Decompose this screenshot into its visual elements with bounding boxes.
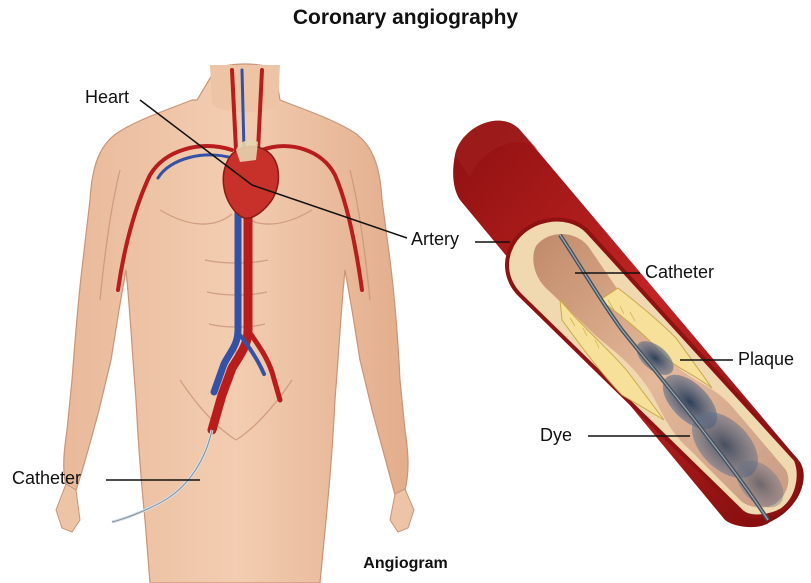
figure-title: Coronary angiography	[0, 6, 811, 30]
neck-shape	[210, 65, 280, 113]
label-dye: Dye	[540, 425, 572, 446]
artery-cutaway	[453, 121, 804, 527]
left-hand	[56, 484, 80, 532]
right-hand	[390, 489, 414, 532]
label-plaque: Plaque	[738, 349, 794, 370]
label-heart: Heart	[85, 87, 129, 108]
label-catheter-vessel: Catheter	[645, 262, 714, 283]
figure-caption: Angiogram	[0, 555, 811, 573]
human-body	[56, 64, 414, 583]
label-catheter-body: Catheter	[12, 468, 81, 489]
label-artery: Artery	[411, 229, 459, 250]
